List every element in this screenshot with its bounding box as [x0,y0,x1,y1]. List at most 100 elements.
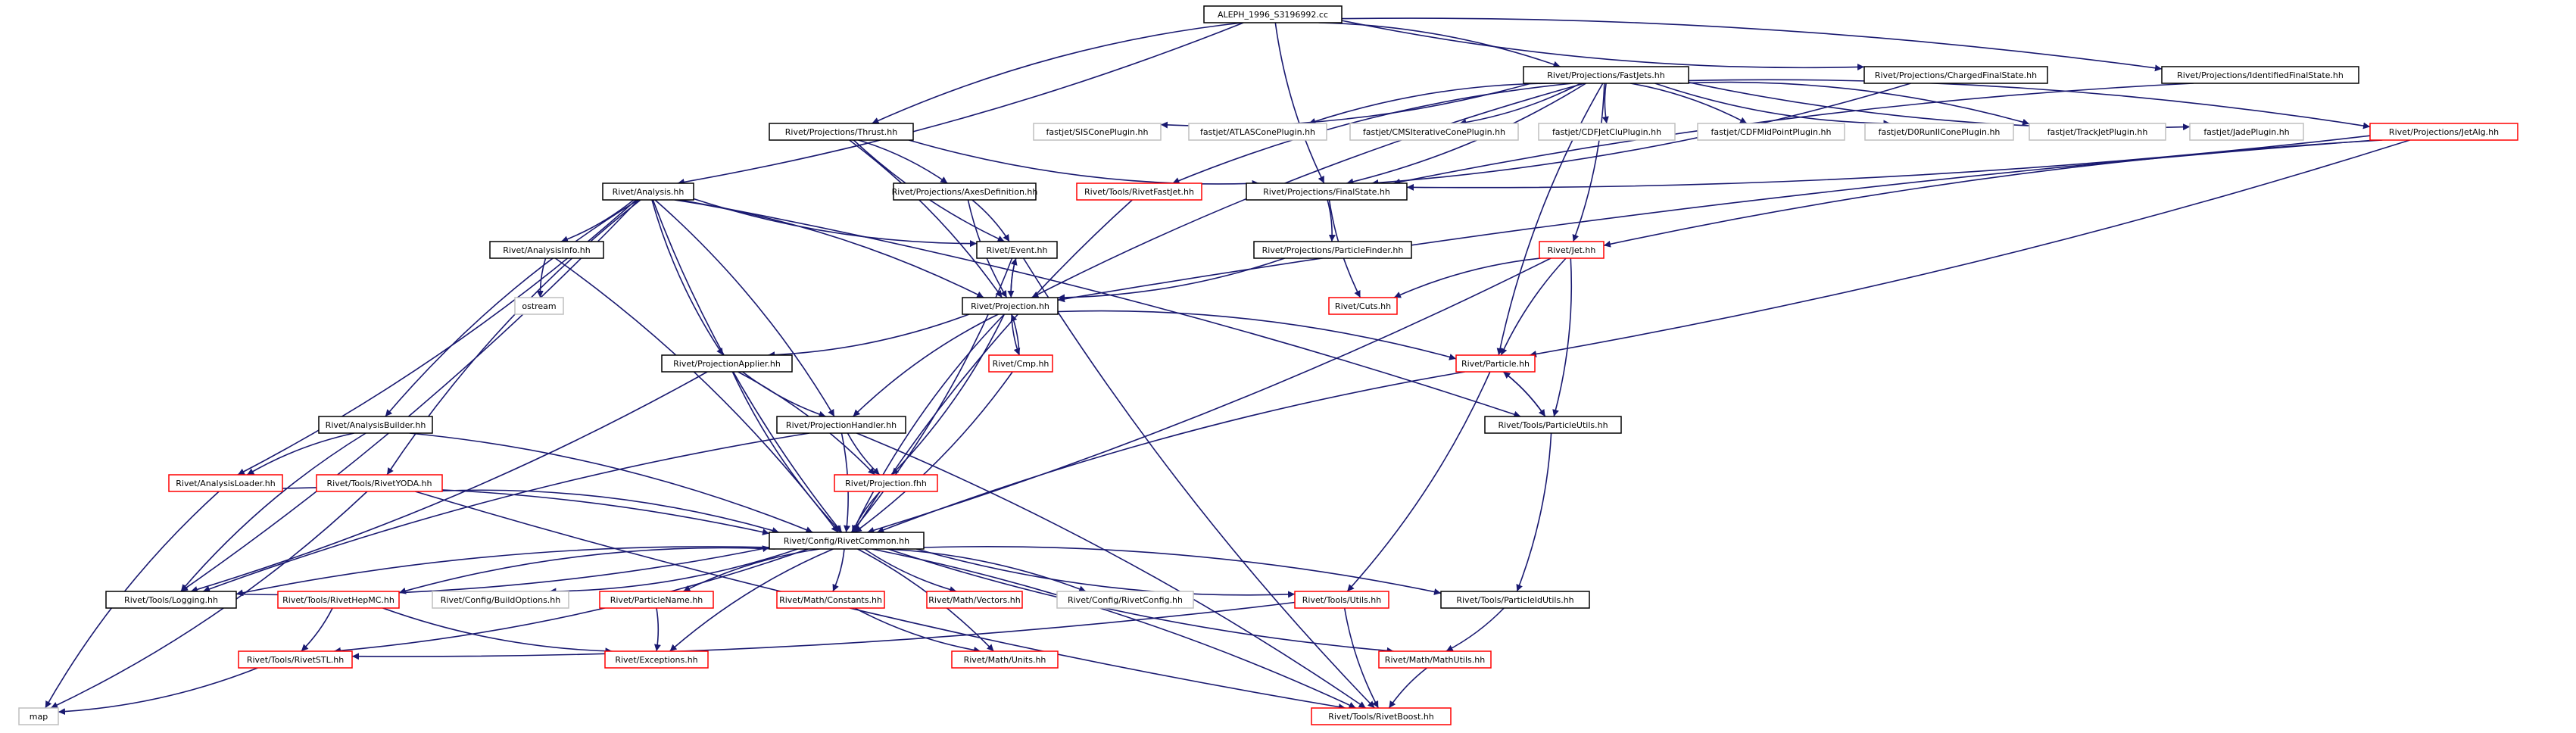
header-nodes: ALEPH_1996_S3196992.ccRivet/Projections/… [18,5,2518,725]
node-label-mconst: Rivet/Math/Constants.hh [779,595,882,605]
edge-thrust-to-finalstate [909,139,1259,187]
edge-particle-to-rivetcommon [877,371,1465,533]
node-box-axes [893,182,1037,201]
edge-putils-to-pidutils [1516,432,1552,592]
node-box-papplier [661,354,793,373]
node-label-mvec: Rivet/Math/Vectors.hh [928,595,1020,605]
node-cmp[interactable]: Rivet/Cmp.hh [988,354,1053,373]
node-pfinder[interactable]: Rivet/Projections/ParticleFinder.hh [1253,241,1412,259]
edge-projection-to-particle [1057,310,1457,360]
node-box-trackjet [2029,123,2166,141]
node-hepmc[interactable]: Rivet/Tools/RivetHepMC.hh [277,591,400,609]
node-pidutils[interactable]: Rivet/Tools/ParticleIdUtils.hh [1440,591,1590,609]
node-yoda[interactable]: Rivet/Tools/RivetYODA.hh [316,474,443,492]
node-box-mvec [926,591,1023,609]
edge-rivetcommon-to-tutils [915,548,1296,598]
edge-fastjets-to-cdfmid [1629,83,1748,124]
node-pname[interactable]: Rivet/ParticleName.hh [599,591,714,609]
node-label-aloader: Rivet/AnalysisLoader.hh [176,479,275,488]
node-box-tutils [1294,591,1389,609]
node-jet[interactable]: Rivet/Jet.hh [1539,241,1605,259]
node-jetalg[interactable]: Rivet/Projections/JetAlg.hh [2369,123,2518,141]
node-label-root: ALEPH_1996_S3196992.cc [1218,10,1328,20]
node-label-ifs: Rivet/Projections/IdentifiedFinalState.h… [2177,70,2344,80]
node-abuilder[interactable]: Rivet/AnalysisBuilder.hh [318,416,433,434]
edge-root-to-fastjets [1318,22,1561,68]
node-label-atlascone: fastjet/ATLASConePlugin.hh [1200,127,1315,137]
node-label-cmp: Rivet/Cmp.hh [993,359,1049,369]
node-mvec[interactable]: Rivet/Math/Vectors.hh [926,591,1023,609]
node-papplier[interactable]: Rivet/ProjectionApplier.hh [661,354,793,373]
node-cfs[interactable]: Rivet/Projections/ChargedFinalState.hh [1863,66,2048,84]
node-label-projfhh: Rivet/Projection.fhh [845,479,927,488]
node-label-papplier: Rivet/ProjectionApplier.hh [673,359,781,369]
node-exceptions[interactable]: Rivet/Exceptions.hh [604,650,709,669]
node-box-mconst [776,591,885,609]
node-munits[interactable]: Rivet/Math/Units.hh [951,650,1059,669]
node-event[interactable]: Rivet/Event.hh [976,241,1058,259]
node-label-ostream: ostream [522,301,556,311]
node-label-sis: fastjet/SISConePlugin.hh [1046,127,1149,137]
edge-root-to-finalstate [1274,22,1325,184]
node-projection[interactable]: Rivet/Projection.hh [962,297,1059,315]
node-particle[interactable]: Rivet/Particle.hh [1455,354,1536,373]
node-mutils[interactable]: Rivet/Math/MathUtils.hh [1378,650,1492,669]
node-mconst[interactable]: Rivet/Math/Constants.hh [776,591,885,609]
edge-mconst-to-munits [854,607,981,653]
node-box-logging [105,591,237,609]
node-rivetstl[interactable]: Rivet/Tools/RivetSTL.hh [238,650,353,669]
node-logging[interactable]: Rivet/Tools/Logging.hh [105,591,237,609]
edge-yoda-to-map [50,491,368,709]
node-rboost[interactable]: Rivet/Tools/RivetBoost.hh [1311,707,1452,725]
edge-mutils-to-rboost [1388,667,1428,709]
node-buildopts: Rivet/Config/BuildOptions.hh [432,591,569,609]
edge-fastjets-to-trackjet [1678,81,2030,126]
node-ifs[interactable]: Rivet/Projections/IdentifiedFinalState.h… [2161,66,2359,84]
dependency-edges [45,17,2410,716]
edge-particle-to-tutils [1346,371,1491,592]
node-label-rivetcommon: Rivet/Config/RivetCommon.hh [784,536,909,546]
node-fastjets[interactable]: Rivet/Projections/FastJets.hh [1523,66,1689,84]
node-aloader[interactable]: Rivet/AnalysisLoader.hh [168,474,283,492]
node-analysisinfo[interactable]: Rivet/AnalysisInfo.hh [489,241,604,259]
node-label-rconfig: Rivet/Config/RivetConfig.hh [1068,595,1183,605]
edge-putils-to-particle [1502,371,1546,417]
node-label-rboost: Rivet/Tools/RivetBoost.hh [1328,712,1434,722]
node-box-cfs [1863,66,2048,84]
node-label-pname: Rivet/ParticleName.hh [610,595,703,605]
edge-thrust-to-projection [849,139,1003,298]
node-box-cmp [988,354,1053,373]
node-tutils[interactable]: Rivet/Tools/Utils.hh [1294,591,1389,609]
node-finalstate[interactable]: Rivet/Projections/FinalState.hh [1246,182,1408,201]
edge-jetalg-to-jet [1603,139,2383,248]
edge-jet-to-putils [1552,257,1573,417]
node-thrust[interactable]: Rivet/Projections/Thrust.hh [769,123,914,141]
edge-rivetcommon-to-pidutils [923,546,1442,595]
node-cdfjet: fastjet/CDFJetCluPlugin.hh [1538,123,1676,141]
edge-thrust-to-axes [858,139,948,184]
node-box-projection [962,297,1059,315]
node-label-event: Rivet/Event.hh [987,245,1048,255]
node-trackjet: fastjet/TrackJetPlugin.hh [2029,123,2166,141]
node-projfhh[interactable]: Rivet/Projection.fhh [834,474,938,492]
node-box-analysis [602,182,694,201]
node-rivetcommon[interactable]: Rivet/Config/RivetCommon.hh [769,532,925,550]
node-box-rivetstl [238,650,353,669]
node-root[interactable]: ALEPH_1996_S3196992.cc [1203,5,1343,23]
node-axes[interactable]: Rivet/Projections/AxesDefinition.hh [892,182,1038,201]
node-analysis[interactable]: Rivet/Analysis.hh [602,182,694,201]
node-cuts[interactable]: Rivet/Cuts.hh [1328,297,1398,315]
edge-analysis-to-logging [180,199,639,592]
node-fastjetfj[interactable]: Rivet/Tools/RivetFastJet.hh [1076,182,1202,201]
edge-projection-to-event [1010,257,1018,298]
edge-rivetcommon-to-rconfig [885,548,1087,592]
edge-jet-to-particle [1500,257,1567,356]
node-label-analysisinfo: Rivet/AnalysisInfo.hh [503,245,590,255]
edge-root-to-thrust [872,22,1243,124]
node-phandler[interactable]: Rivet/ProjectionHandler.hh [776,416,906,434]
node-label-jetalg: Rivet/Projections/JetAlg.hh [2389,127,2499,137]
edge-projection-to-phandler [853,313,999,417]
node-putils[interactable]: Rivet/Tools/ParticleUtils.hh [1484,416,1622,434]
edge-analysis-to-analysisinfo [560,199,635,243]
node-label-rivetstl: Rivet/Tools/RivetSTL.hh [247,655,344,665]
